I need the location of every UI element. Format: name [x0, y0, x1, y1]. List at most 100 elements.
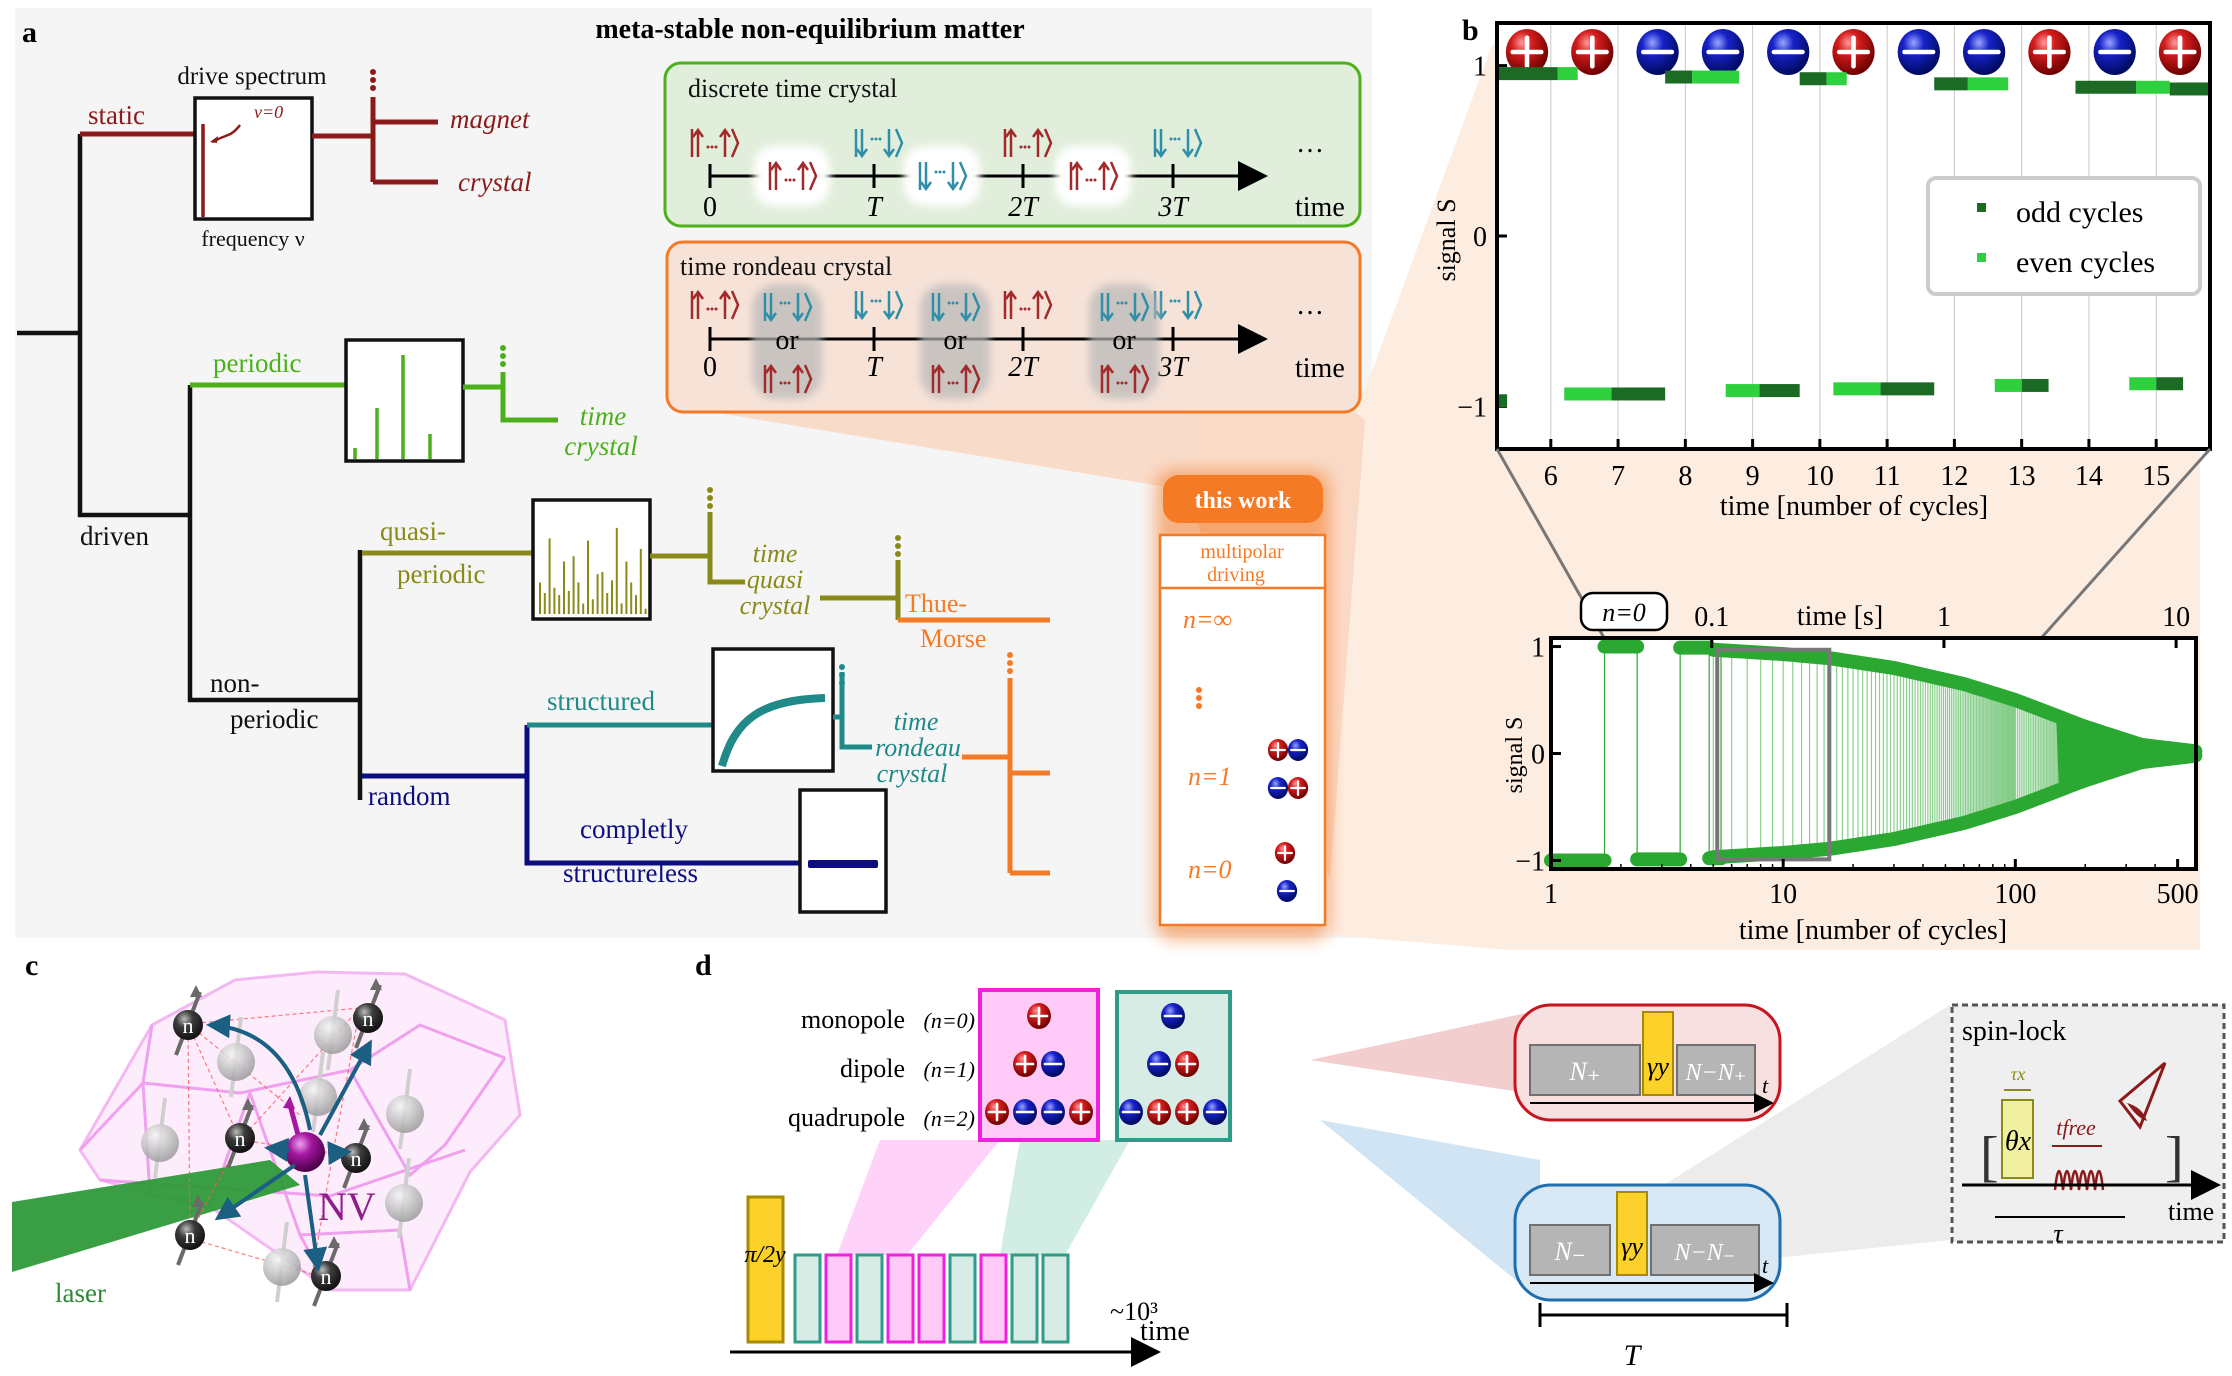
panel-label-a: a	[22, 16, 37, 49]
trc-tick-label: 2T	[1008, 352, 1040, 383]
spin-arrow-head	[328, 1236, 340, 1248]
spin-up-state-icon	[1069, 160, 1119, 191]
data-segment	[1665, 70, 1693, 84]
label-trc-1: time	[894, 707, 939, 736]
trc-tick-label: 3T	[1157, 352, 1190, 383]
legend-marker	[1977, 253, 1986, 262]
positive-charge-icon	[985, 1099, 1009, 1125]
intermediate-glow	[1055, 146, 1131, 206]
tau-label: τ	[2053, 1219, 2064, 1248]
data-segment	[2156, 377, 2184, 391]
y-tick-label: −1	[1457, 392, 1487, 423]
spin-lock-time-label: time	[2168, 1197, 2214, 1226]
x-tick-label: 9	[1746, 461, 1760, 492]
x-tick-label: 10	[1806, 461, 1834, 492]
negative-charge-icon	[1767, 29, 1810, 75]
spin-arrow-head	[358, 1118, 370, 1130]
data-segment	[1759, 384, 1800, 398]
label-time-crystal-1: time	[580, 401, 627, 431]
positive-charge-icon	[2158, 29, 2202, 75]
branch-static: static drive spectrum ν=0 frequency ν ma…	[80, 63, 532, 251]
nucleus-spin-background	[141, 1124, 179, 1162]
bracket-right: ]	[2165, 1126, 2184, 1188]
multipole-order: (n=0)	[924, 1008, 976, 1033]
data-segment	[1994, 378, 2022, 392]
trc-box-frame	[665, 240, 1362, 414]
nucleus-spin-background	[263, 1248, 301, 1286]
trc-axis-label: time	[1295, 353, 1345, 384]
spin-up-state-icon	[690, 289, 740, 320]
dtc-ellipsis: …	[1296, 128, 1324, 159]
eye-icon	[2117, 1061, 2167, 1131]
plus-pulse-block	[917, 1253, 946, 1344]
positive-charge-icon	[1069, 1099, 1093, 1125]
positive-charge-icon	[1175, 1099, 1199, 1125]
dtc-tick-label: T	[866, 192, 884, 223]
block-left-label: N₊	[1568, 1057, 1600, 1086]
data-segment	[2021, 378, 2049, 392]
spin-arrow-head	[242, 1098, 254, 1110]
spin-up-state-icon	[931, 363, 981, 394]
top-x-tick-label: 0.1	[1694, 602, 1729, 633]
multipole-order: (n=1)	[924, 1057, 976, 1082]
dtc-tick-label: 0	[703, 192, 717, 223]
top-x-tick-label: 1	[1937, 602, 1951, 633]
label-structureless-1: completly	[580, 814, 688, 844]
y-tick-label: −1	[1515, 846, 1545, 877]
y-tick-label: 1	[1531, 633, 1545, 664]
free-evolution-left	[1529, 1044, 1641, 1096]
branch-structured: structured time rondeau crystal	[527, 647, 1050, 876]
spin-down-state-icon	[763, 292, 813, 323]
repeat-label: ~10³	[1110, 1297, 1158, 1326]
or-label: or	[775, 325, 799, 356]
trc-tick-label: T	[866, 352, 884, 383]
label-quasi-1: quasi-	[380, 516, 446, 546]
level-n-0: n=0	[1188, 855, 1232, 884]
dtc-axis-label: time	[1295, 192, 1345, 223]
block-axis-label: t	[1762, 1073, 1769, 1098]
data-segment	[2169, 82, 2210, 96]
coupling-arrows	[206, 1014, 372, 1272]
minus-pulse-block	[1041, 1253, 1070, 1344]
x-tick-label: 1	[1544, 879, 1558, 910]
block-right-label: N−N₋	[1674, 1240, 1736, 1266]
nuclear-spin-label: n	[183, 1013, 194, 1038]
data-segment	[1564, 387, 1612, 401]
theta-label: θx	[2005, 1126, 2032, 1157]
theta-pulse	[2001, 1099, 2034, 1179]
panel-d: d monopole(n=0)dipole(n=1)quadrupole(n=2…	[695, 949, 2226, 1372]
dtc-title: discrete time crystal	[688, 74, 897, 103]
positive-charge-icon	[1832, 29, 1875, 75]
positive-charge-icon	[1274, 842, 1296, 864]
gamma-label: γy	[1621, 1232, 1643, 1261]
spin-up-state-icon	[690, 127, 740, 158]
x-tick-label: 500	[2157, 879, 2199, 910]
label-crystal: crystal	[458, 167, 532, 197]
spectrum-static	[193, 96, 314, 221]
label-nv: NV	[318, 1184, 376, 1229]
block-axis-label: t	[1762, 1253, 1769, 1278]
branch-thue-morse: Thue- Morse	[898, 589, 1050, 653]
label-frequency: frequency ν	[201, 226, 304, 251]
dtc-tick-label: 2T	[1008, 192, 1040, 223]
zoom-window	[1715, 647, 1832, 862]
label-random: random	[368, 781, 450, 811]
spin-down-state-icon	[918, 161, 968, 192]
positive-charge-icon	[2028, 29, 2071, 75]
label-structured: structured	[547, 686, 655, 716]
negative-charge-icon	[1013, 1099, 1037, 1125]
envelope-lower	[1706, 748, 2203, 865]
x-tick-label: 15	[2142, 461, 2170, 492]
negative-charge-icon	[1287, 739, 1309, 761]
label-time-crystal-2: crystal	[564, 431, 638, 461]
label-morse: Morse	[920, 624, 986, 653]
plus-pulse-block	[824, 1253, 853, 1344]
spectrum-structureless	[798, 788, 888, 914]
nucleus-spin-background	[314, 1016, 352, 1054]
block-right-label: N−N₊	[1685, 1060, 1747, 1086]
tree-root	[17, 134, 363, 800]
multipole-name: monopole	[801, 1005, 905, 1034]
